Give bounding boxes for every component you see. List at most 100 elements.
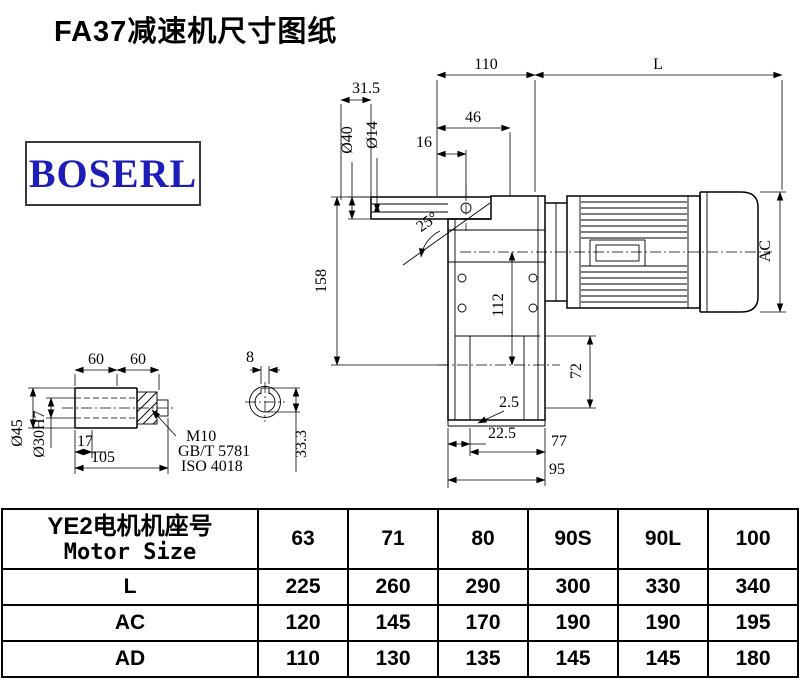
column-header-100: 100 (707, 508, 799, 570)
dim-72: 72 (545, 335, 596, 409)
column-header-63: 63 (257, 508, 349, 570)
dim-46: 46 (436, 109, 511, 196)
main-view: 110 L 31.5 46 (313, 56, 786, 488)
fan-cover (700, 191, 759, 313)
dim-158-label: 158 (313, 269, 330, 293)
dim-dia-30: Ø30H7 (31, 397, 75, 458)
table-cell: 330 (617, 568, 709, 606)
table-cell: 145 (527, 640, 619, 678)
shaft-side-view (62, 387, 176, 429)
bolt-hole (457, 273, 467, 283)
dim-77: 77 (469, 433, 567, 456)
dim-60-left-label: 60 (88, 351, 104, 368)
bolt-hole (528, 303, 538, 313)
dim-L-label: L (653, 56, 663, 73)
table-cell: 170 (437, 604, 529, 642)
dim-16: 16 (416, 134, 467, 199)
column-header-90S: 90S (527, 508, 619, 570)
row-label-AD: AD (1, 640, 259, 678)
row-label-AC: AC (1, 604, 259, 642)
table-row-L: L 225 260 290 300 330 340 (1, 568, 799, 606)
dia-45-label: Ø45 (9, 419, 26, 447)
table-cell: 120 (257, 604, 349, 642)
page-title: FA37减速机尺寸图纸 (54, 16, 338, 48)
dim-31-5: 31.5 (340, 80, 380, 200)
dia-30-label: Ø30H7 (31, 410, 48, 457)
dimensions: 110 L 31.5 46 (313, 56, 786, 488)
header-cn: YE2电机机座号 (47, 512, 213, 540)
table-cell: 190 (617, 604, 709, 642)
dia-14-label: Ø14 (364, 121, 381, 149)
table-cell: 195 (707, 604, 799, 642)
motor-size-table: YE2电机机座号 Motor Size 63 71 80 90S 90L 100… (1, 508, 799, 678)
logo-text: BOSERL (28, 151, 198, 196)
table-row-AD: AD 110 130 135 145 145 180 (1, 640, 799, 678)
header-motor-size-cell: YE2电机机座号 Motor Size (1, 508, 259, 570)
dim-33-3: 33.3 (267, 387, 310, 472)
dim-AC: AC (757, 191, 786, 313)
table-cell: 290 (437, 568, 529, 606)
dim-AC-label: AC (757, 240, 774, 262)
column-header-80: 80 (437, 508, 529, 570)
standard-gb-label: GB/T 5781 (178, 443, 250, 460)
dim-22-5-label: 22.5 (488, 425, 516, 442)
dim-105: 105 (74, 418, 169, 474)
bore-section-view (245, 382, 285, 422)
table-cell: 190 (527, 604, 619, 642)
column-header-90L: 90L (617, 508, 709, 570)
table-cell: 145 (347, 604, 439, 642)
dim-16-label: 16 (416, 134, 432, 151)
table-row-AC: AC 120 145 170 190 190 195 (1, 604, 799, 642)
gearbox-housing (438, 195, 560, 427)
standard-iso-label: ISO 4018 (181, 458, 243, 475)
row-label-L: L (1, 568, 259, 606)
dim-33-3-label: 33.3 (293, 430, 310, 458)
dim-72-label: 72 (568, 363, 585, 379)
table-cell: 135 (437, 640, 529, 678)
column-header-71: 71 (347, 508, 439, 570)
boserl-logo: BOSERL (25, 141, 201, 206)
table-cell: 300 (527, 568, 619, 606)
dim-22-5: 22.5 (447, 425, 516, 488)
dim-dia-45: Ø45 (9, 387, 75, 447)
dim-2-5: 2.5 (477, 394, 519, 424)
dim-17-label: 17 (77, 433, 93, 450)
dim-31-5-label: 31.5 (352, 80, 380, 97)
bolt-hole (457, 303, 467, 313)
table-cell: 225 (257, 568, 349, 606)
dim-dia-14: Ø14 (364, 121, 381, 213)
dim-105-label: 105 (91, 449, 115, 466)
header-en: Motor Size (63, 540, 197, 566)
dim-60-left: 60 (74, 351, 118, 386)
dim-46-label: 46 (465, 109, 481, 126)
thread-label: M10 (186, 428, 216, 445)
dim-110-label: 110 (474, 56, 497, 73)
dim-8: 8 (246, 349, 280, 384)
dim-112-label: 112 (490, 293, 507, 316)
shaft-detail: 60 60 Ø45 Ø30H7 (9, 349, 310, 475)
dim-110: 110 (436, 56, 536, 196)
dim-95: 95 (447, 428, 565, 486)
bolt-hole (528, 273, 538, 283)
table-cell: 180 (707, 640, 799, 678)
dim-60-right-label: 60 (130, 351, 146, 368)
table-cell: 130 (347, 640, 439, 678)
technical-drawing: 110 L 31.5 46 (9, 56, 786, 488)
dim-112: 112 (490, 251, 516, 366)
dim-8-label: 8 (246, 349, 254, 366)
dim-95-label: 95 (549, 461, 565, 478)
motor-nameplate (589, 239, 646, 267)
dim-60-right: 60 (116, 351, 160, 390)
bolt-callout: M10 GB/T 5781 ISO 4018 (151, 409, 250, 475)
dim-L: L (534, 56, 783, 190)
table-cell: 145 (617, 640, 709, 678)
table-cell: 260 (347, 568, 439, 606)
table-header-row: YE2电机机座号 Motor Size 63 71 80 90S 90L 100 (1, 508, 799, 570)
table-cell: 110 (257, 640, 349, 678)
dia-40-label: Ø40 (339, 126, 356, 154)
table-cell: 340 (707, 568, 799, 606)
dim-2-5-label: 2.5 (499, 394, 519, 411)
dim-158: 158 (313, 196, 448, 366)
dim-angle-25: 25° (413, 209, 441, 258)
